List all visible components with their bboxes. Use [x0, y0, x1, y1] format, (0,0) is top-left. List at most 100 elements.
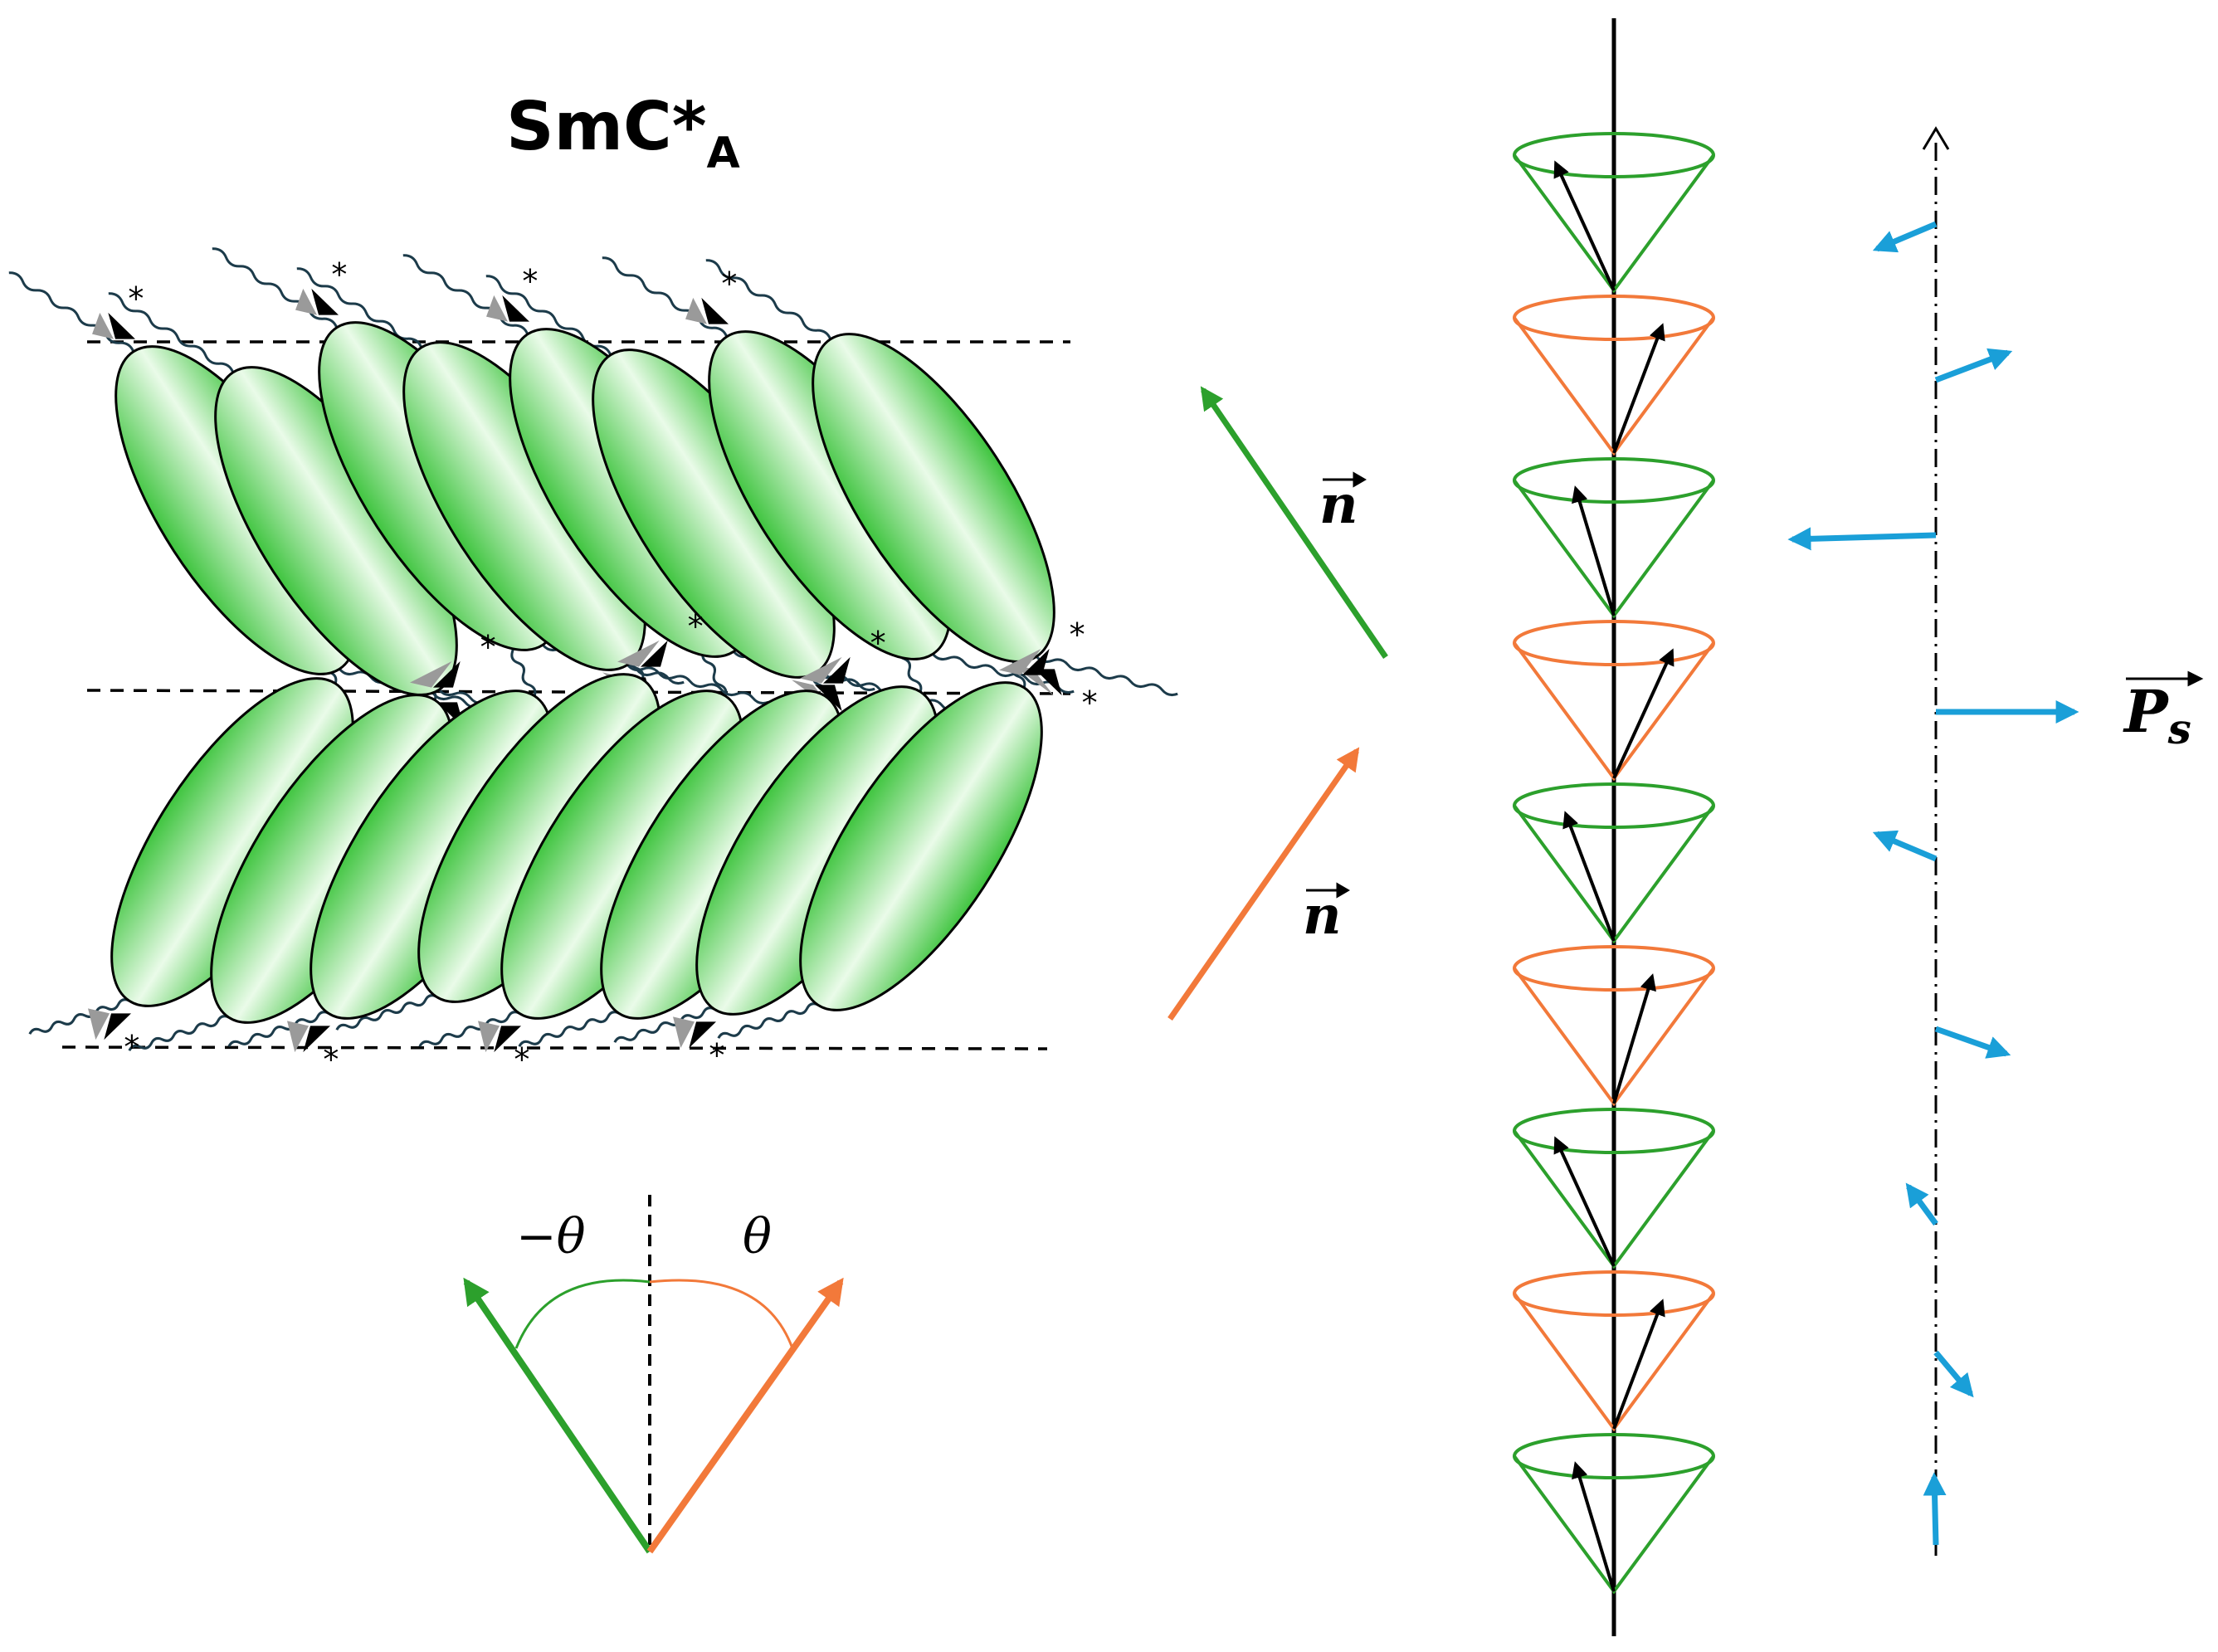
cone-green	[1513, 782, 1715, 944]
polarization-arrow-right	[1933, 1350, 1974, 1398]
chiral-wedge	[689, 1021, 717, 1049]
cone-green	[1513, 457, 1715, 619]
chiral-wedge	[701, 297, 729, 324]
chiral-center-mark: *	[323, 1041, 339, 1078]
chiral-wedge	[1021, 648, 1050, 675]
director-vector	[1612, 1299, 1665, 1430]
chiral-wedge-shadow	[685, 297, 708, 324]
chiral-center-mark: *	[124, 1029, 139, 1065]
alkyl-chain	[717, 1002, 819, 1039]
polarization-arrow-left	[1787, 527, 1937, 551]
polarization-arrow-right	[1934, 1026, 2011, 1059]
chiral-center-mark: *	[331, 256, 347, 293]
director-label-upper: n	[1319, 474, 1358, 536]
chiral-wedge	[108, 312, 136, 339]
chiral-wedge-shadow	[287, 1021, 310, 1053]
cone-orange	[1513, 295, 1715, 456]
chiral-wedge	[494, 1026, 522, 1053]
chiral-center-mark: *	[522, 263, 538, 300]
layer-boundary-bottom	[61, 1045, 1048, 1050]
chiral-wedge-shadow	[617, 640, 660, 667]
alkyl-chain	[212, 247, 339, 329]
cone-green	[1513, 1433, 1715, 1595]
mesogen-core	[812, 333, 1055, 663]
chiral-center-mark: *	[1082, 685, 1098, 721]
alkyl-chain	[8, 271, 135, 353]
alkyl-chain	[613, 1006, 715, 1043]
polarization-axis-arrowhead	[1922, 126, 1950, 150]
director-arrows	[1167, 386, 1388, 1021]
alkyl-chain	[402, 254, 529, 335]
chiral-wedge	[502, 295, 530, 322]
chiral-wedge	[822, 656, 851, 684]
chiral-center-mark: *	[688, 608, 704, 645]
tilt-arrow-orange	[646, 1277, 844, 1554]
polarization-label-main: P	[2123, 677, 2170, 746]
polarization-arrows	[1787, 221, 2079, 1546]
chiral-wedge	[640, 640, 668, 667]
polarization-arrow-left	[1905, 1182, 1938, 1226]
phase-title-subscript: A	[707, 129, 740, 178]
chiral-wedge-shadow	[998, 648, 1041, 675]
mesogen-core	[799, 681, 1043, 1011]
chiral-center-mark: *	[480, 629, 496, 665]
director-arrow-orange	[1167, 747, 1360, 1021]
chiral-wedge-shadow	[295, 288, 318, 315]
chiral-center-mark: *	[721, 266, 737, 302]
chiral-wedge-shadow	[673, 1016, 695, 1049]
director-vector	[1572, 1461, 1616, 1592]
chiral-wedge-shadow	[92, 312, 115, 339]
polarization-label-subscript: s	[2167, 704, 2191, 753]
alkyl-chain	[626, 664, 769, 705]
phase-title-main: SmC*	[506, 88, 707, 165]
director-vector	[1572, 485, 1616, 616]
chiral-wedge	[311, 288, 339, 315]
alkyl-chain	[28, 998, 130, 1035]
chiral-center-mark: *	[709, 1037, 724, 1074]
cone-green	[1513, 132, 1715, 294]
angle-arc-positive	[649, 1279, 794, 1349]
molecule-layers: ****************	[88, 256, 1098, 1078]
cone-green	[1513, 1108, 1715, 1269]
alkyl-chain	[108, 292, 235, 373]
chiral-wedge-shadow	[478, 1021, 500, 1053]
director-vector	[1612, 973, 1656, 1104]
chiral-center-mark: *	[1070, 616, 1085, 653]
director-vector	[1612, 648, 1674, 779]
alkyl-chain	[518, 1011, 620, 1047]
angle-label-negative-theta: −θ	[516, 1208, 586, 1265]
chiral-center-mark: *	[514, 1041, 529, 1078]
phase-title: SmC*A	[506, 88, 740, 178]
chiral-wedge-shadow	[486, 295, 509, 322]
chiral-wedge	[432, 660, 461, 688]
chiral-center-mark: *	[128, 280, 144, 317]
chiral-wedge-shadow	[799, 656, 842, 684]
angle-arc-negative	[514, 1279, 651, 1349]
alkyl-chain	[227, 1011, 329, 1047]
chiral-wedge	[104, 1013, 132, 1040]
director-vector	[1553, 160, 1616, 291]
alkyl-chain	[602, 256, 729, 338]
director-vector-bar-upper	[1323, 471, 1367, 488]
chiral-wedge	[303, 1026, 331, 1053]
director-vector	[1612, 323, 1665, 454]
cone-orange	[1513, 620, 1715, 782]
director-arrow-green	[1200, 386, 1388, 659]
polarization-arrow-right	[1934, 348, 2013, 383]
director-vector	[1562, 811, 1616, 942]
cone-orange	[1513, 1270, 1715, 1432]
director-vector	[1553, 1136, 1616, 1267]
chiral-center-mark: *	[870, 625, 886, 661]
polarization-vector-bar	[2126, 670, 2204, 687]
chiral-wedge-shadow	[88, 1008, 110, 1040]
precession-cones	[1513, 132, 1715, 1595]
director-vector-bar-lower	[1306, 882, 1350, 899]
polarization-arrow-left	[1872, 830, 1938, 862]
polarization-arrow-up	[1923, 1472, 1947, 1546]
director-label-lower: n	[1303, 884, 1342, 947]
angle-label-theta: θ	[743, 1208, 772, 1265]
chiral-wedge	[1034, 669, 1062, 696]
alkyl-chain	[705, 259, 832, 340]
cone-orange	[1513, 945, 1715, 1107]
